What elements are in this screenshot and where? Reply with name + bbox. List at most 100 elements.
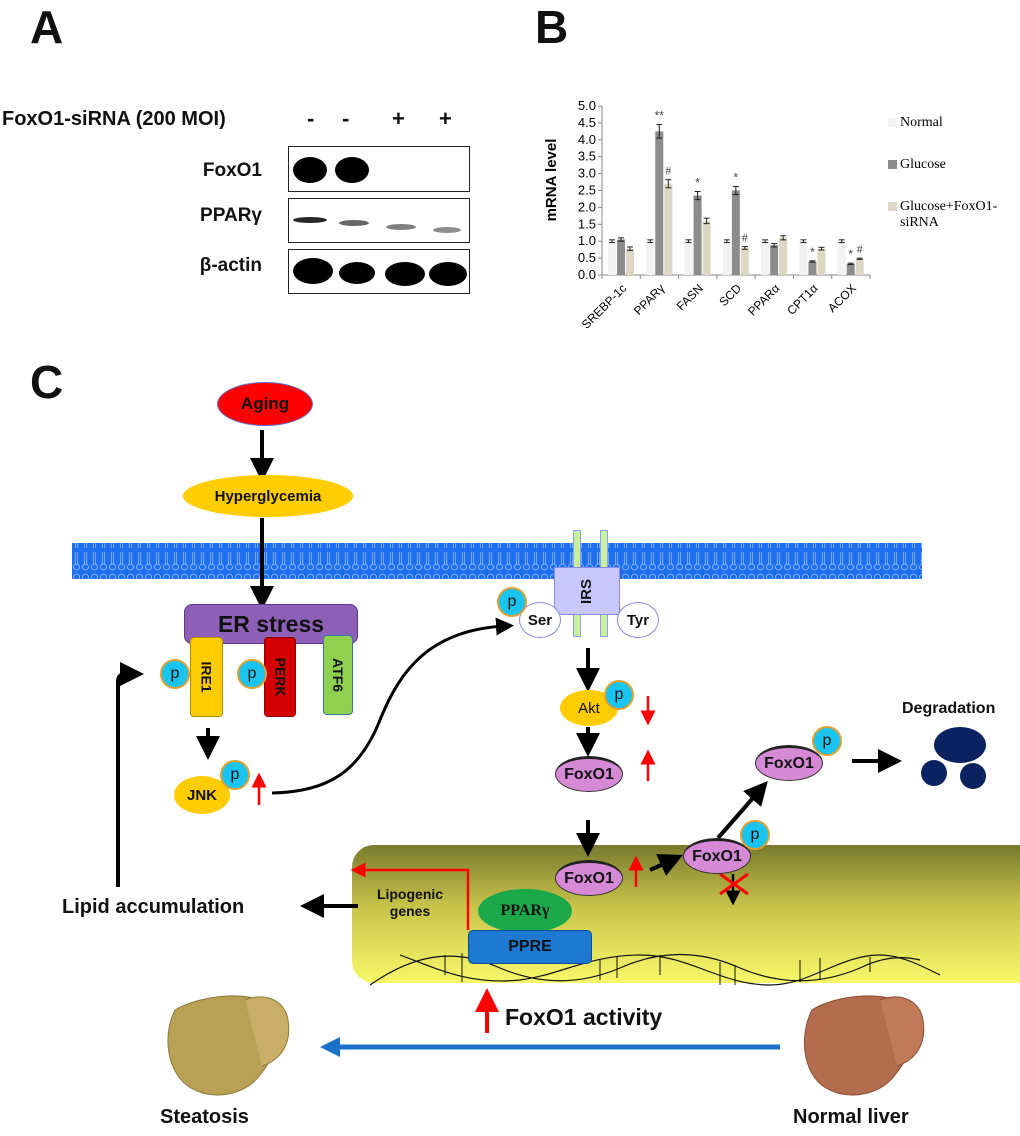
foxo1-activity-label: FoxO1 activity [505, 1004, 663, 1030]
band [339, 262, 375, 284]
y-tick-label: 3.0 [578, 166, 596, 181]
band [293, 258, 333, 284]
y-axis-label: mRNA level [543, 139, 560, 222]
bar [837, 241, 846, 275]
pparg-node: PPARγ [478, 889, 572, 933]
bar [702, 220, 711, 275]
significance-mark: # [665, 164, 671, 178]
significance-mark: * [695, 176, 700, 190]
lane-sign: - [307, 106, 315, 131]
perk-sensor: PERK [264, 637, 296, 717]
steatosis-liver-icon [167, 995, 290, 1096]
y-tick-label: 0.0 [578, 267, 596, 282]
ppre-element: PPRE [468, 930, 592, 964]
band [293, 217, 327, 223]
bar [626, 248, 634, 275]
aging-node: Aging [217, 382, 313, 426]
phospho-tag: p [237, 659, 267, 689]
band [335, 157, 369, 183]
degradation-fragment [934, 727, 986, 763]
bar [664, 183, 673, 275]
significance-mark: * [810, 245, 815, 259]
significance-mark: * [734, 170, 739, 184]
bar [731, 190, 740, 275]
blot-foxo1 [288, 146, 470, 192]
bar [646, 241, 655, 275]
y-tick-label: 2.0 [578, 199, 596, 214]
bar [722, 241, 731, 275]
bar [770, 245, 779, 275]
dna-strand [399, 954, 941, 986]
band [339, 220, 369, 226]
bar [608, 241, 616, 275]
y-tick-label: 4.5 [578, 115, 596, 130]
irs-node: IRS [554, 567, 620, 615]
genes-line: genes [389, 903, 431, 919]
legend-label: Glucose+FoxO1- [900, 199, 998, 214]
band [385, 262, 425, 286]
blot-label-foxo1: FoxO1 [202, 160, 262, 181]
panel-b-label: B [535, 1, 569, 53]
bar [693, 195, 702, 275]
hyperglycemia-node: Hyperglycemia [183, 475, 353, 517]
legend-label: siRNA [900, 215, 940, 230]
y-tick-label: 5.0 [578, 98, 596, 113]
significance-mark: # [857, 242, 863, 256]
normal-liver-icon [803, 995, 925, 1096]
significance-mark: * [848, 247, 853, 261]
ire1-label: IRE1 [198, 661, 215, 693]
significance-mark: ** [655, 109, 665, 123]
lane-sign: + [392, 106, 405, 131]
treatment-label: FoxO1-siRNA (200 MOI) [2, 108, 226, 130]
steatosis-label: Steatosis [160, 1106, 249, 1128]
bar [761, 241, 770, 275]
phospho-tag: p [740, 820, 770, 850]
ire1-sensor: IRE1 [190, 637, 223, 717]
legend-swatch [888, 118, 897, 127]
bar [817, 248, 826, 275]
lipid-accumulation-label: Lipid accumulation [62, 896, 245, 918]
dna-rungs [444, 953, 871, 985]
band [386, 224, 416, 230]
panel-c-label: C [30, 356, 64, 408]
lipogenic-line: Lipogenic [376, 886, 444, 902]
blot-label-beta-actin: β-actin [199, 255, 262, 276]
legend-label: Normal [900, 115, 943, 130]
bar [779, 237, 788, 275]
bar [846, 263, 855, 275]
phospho-tag: p [812, 726, 842, 756]
degradation-label: Degradation [902, 700, 996, 717]
irs-label: IRS [578, 578, 596, 604]
panel-a-label: A [30, 1, 64, 53]
blot-beta-actin [288, 249, 470, 294]
foxo1-phosphorylated-cytoplasmic: FoxO1 [755, 745, 823, 781]
band [433, 227, 461, 233]
foxo1-cytoplasmic: FoxO1 [555, 756, 623, 792]
lane-sign: - [342, 106, 350, 131]
y-tick-label: 0.5 [578, 250, 596, 265]
lane-sign: + [439, 106, 452, 131]
legend-label: Glucose [900, 157, 946, 172]
foxo1-phosphorylated-nuclear: FoxO1 [683, 838, 751, 874]
degradation-fragment [921, 760, 947, 786]
normal-liver-label: Normal liver [793, 1106, 909, 1128]
cell-membrane [72, 543, 922, 579]
legend-swatch [888, 160, 897, 169]
atf6-sensor: ATF6 [323, 635, 353, 715]
bar [799, 241, 808, 275]
band [293, 157, 327, 183]
bar [855, 258, 864, 275]
foxo1-nuclear: FoxO1 [555, 860, 623, 896]
y-tick-label: 2.5 [578, 183, 596, 198]
phospho-tag: p [220, 760, 250, 790]
lipogenic-genes-label: Lipogenic genes [362, 886, 458, 920]
y-tick-label: 1.0 [578, 233, 596, 248]
bar [617, 239, 625, 275]
ser-site: Ser [519, 602, 561, 638]
perk-label: PERK [272, 657, 288, 697]
legend-swatch [888, 202, 897, 211]
degradation-fragment [960, 763, 986, 789]
bar [655, 131, 664, 275]
phospho-tag: p [604, 680, 634, 710]
